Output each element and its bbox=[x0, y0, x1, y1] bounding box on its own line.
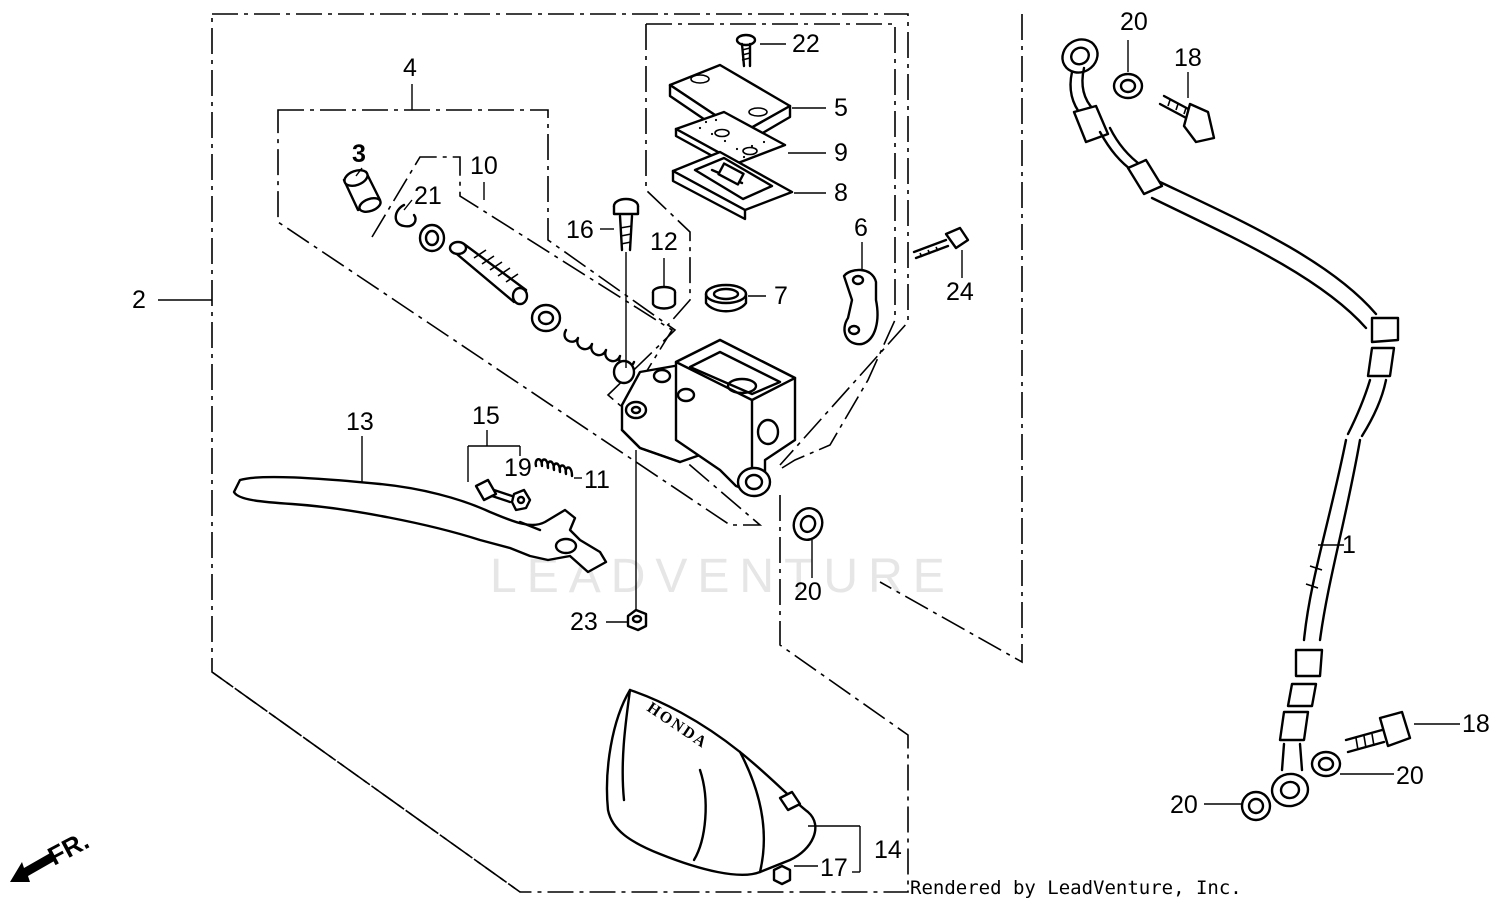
callout-6: 6 bbox=[854, 214, 868, 242]
boot-3 bbox=[342, 169, 382, 213]
bushing-7 bbox=[704, 283, 748, 313]
callout-20-cylinder: 20 bbox=[794, 578, 822, 606]
callout-8: 8 bbox=[834, 179, 848, 207]
callout-17: 17 bbox=[820, 854, 848, 882]
callout-15: 15 bbox=[472, 402, 500, 430]
callout-16: 16 bbox=[566, 216, 594, 244]
screw-22 bbox=[735, 33, 757, 68]
master-cylinder-outline-4 bbox=[277, 109, 763, 526]
callout-21: 21 bbox=[414, 182, 442, 210]
washer-20-mid bbox=[1310, 750, 1342, 778]
callout-19: 19 bbox=[504, 454, 532, 482]
brake-lever-13 bbox=[232, 475, 608, 574]
callout-22: 22 bbox=[792, 30, 820, 58]
credit-text: Rendered by LeadVenture, Inc. bbox=[910, 877, 1242, 899]
washer-20-cylinder bbox=[792, 507, 824, 541]
spring-10 bbox=[563, 328, 636, 385]
callout-18-top: 18 bbox=[1174, 44, 1202, 72]
piston-set-outline-10 bbox=[371, 156, 674, 396]
callout-11: 11 bbox=[584, 466, 610, 494]
front-label: FR. bbox=[43, 825, 94, 871]
callout-7: 7 bbox=[774, 282, 788, 310]
plug-12 bbox=[651, 285, 677, 310]
hose-outline bbox=[879, 14, 1023, 664]
callout-18-bottom: 18 bbox=[1462, 710, 1490, 738]
nut-19 bbox=[510, 488, 532, 512]
washer-20-bottom bbox=[1240, 790, 1272, 822]
front-direction-marker: FR. bbox=[10, 825, 94, 882]
watermark: LEADVENTURE bbox=[490, 550, 955, 603]
piston-10 bbox=[418, 223, 562, 333]
callout-20-top: 20 bbox=[1120, 8, 1148, 36]
assembly-outline-2 bbox=[211, 13, 909, 893]
callout-20-hose: 20 bbox=[1396, 762, 1424, 790]
leader-lines bbox=[158, 40, 1460, 873]
callout-3: 3 bbox=[352, 140, 366, 168]
callout-23: 23 bbox=[570, 608, 598, 636]
bolt-24 bbox=[912, 226, 970, 260]
callout-24: 24 bbox=[946, 278, 974, 306]
brake-hose-1 bbox=[1061, 38, 1400, 808]
callout-labels: 1 2 3 4 5 6 7 8 9 10 11 12 13 14 15 16 1… bbox=[132, 8, 1490, 882]
nut-23 bbox=[626, 608, 648, 632]
callout-12: 12 bbox=[650, 228, 678, 256]
callout-13: 13 bbox=[346, 408, 374, 436]
screw-17 bbox=[772, 864, 792, 886]
bolt-18-bottom bbox=[1344, 710, 1412, 754]
holder-6 bbox=[842, 268, 879, 346]
callout-1: 1 bbox=[1342, 531, 1356, 559]
callout-20-bottom: 20 bbox=[1170, 791, 1198, 819]
callout-5: 5 bbox=[834, 94, 848, 122]
circlip-21 bbox=[394, 203, 417, 228]
diaphragm-8 bbox=[671, 150, 794, 221]
master-cylinder-body bbox=[620, 338, 797, 498]
spring-11 bbox=[534, 458, 574, 478]
reservoir-cap-outline bbox=[645, 23, 896, 469]
lever-cover-outline-14 bbox=[211, 671, 521, 893]
callout-14: 14 bbox=[874, 836, 902, 864]
bolt-15 bbox=[474, 478, 514, 504]
bolt-18-top bbox=[1158, 94, 1216, 144]
bolt-16 bbox=[612, 197, 640, 252]
lever-cover-14: HONDA bbox=[605, 688, 817, 876]
callout-9: 9 bbox=[834, 139, 848, 167]
callout-2: 2 bbox=[132, 286, 146, 314]
washer-20-top bbox=[1112, 72, 1144, 100]
callout-10: 10 bbox=[470, 152, 498, 180]
callout-4: 4 bbox=[403, 54, 417, 82]
